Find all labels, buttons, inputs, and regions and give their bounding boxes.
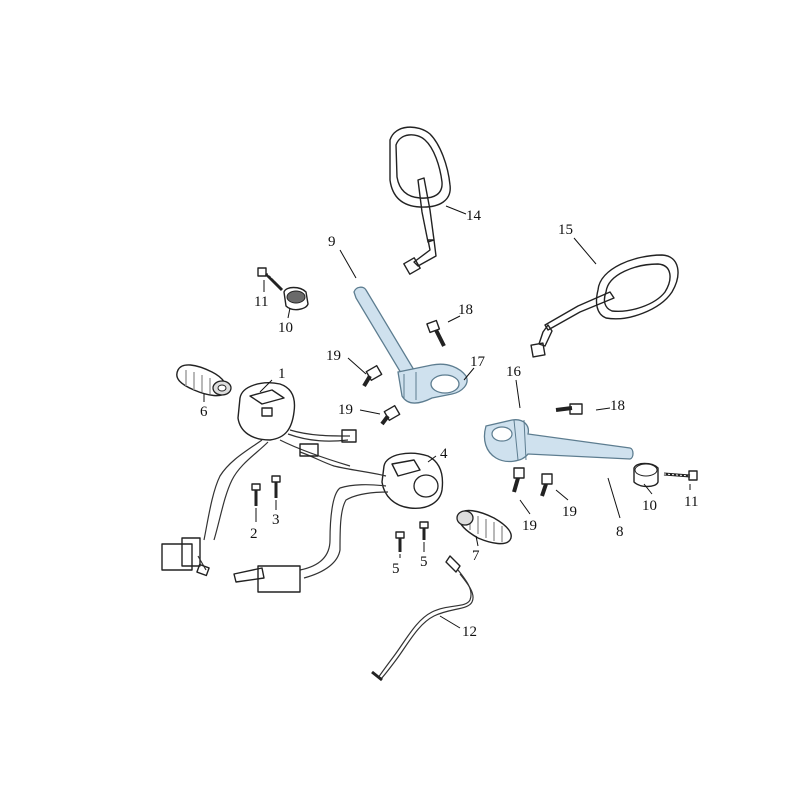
callout-10a: 10 [278,320,293,336]
callout-19a: 19 [326,348,341,364]
mirror-right [530,254,679,358]
bolt-11-left [257,267,285,292]
switch-assembly-right [233,443,444,593]
callout-2: 2 [250,526,258,542]
callout-labels: 1 2 3 4 5 5 6 7 8 9 10 10 11 11 12 14 15… [200,208,698,640]
bolt-19-c [512,467,525,493]
mirror-left [389,126,451,275]
switch-assembly-left [161,382,357,577]
bolt-18-upper [426,319,446,347]
callout-14: 14 [466,208,482,224]
screw-2 [251,483,261,506]
callout-5b: 5 [420,554,428,570]
handlebar-left [353,286,468,404]
callout-3: 3 [272,512,280,528]
callout-18b: 18 [610,398,625,414]
callout-17: 17 [470,354,486,370]
callout-1: 1 [278,366,286,382]
callout-4: 4 [440,446,448,462]
screw-3 [271,475,281,498]
bolt-19-a [362,364,383,388]
callout-11a: 11 [254,294,268,310]
callout-18a: 18 [458,302,473,318]
bar-end-weight-right [633,462,659,488]
callout-6: 6 [200,404,208,420]
callout-10b: 10 [642,498,657,514]
callout-19b: 19 [338,402,353,418]
callout-15: 15 [558,222,573,238]
throttle-cable [371,555,474,682]
callout-16: 16 [506,364,522,380]
bolt-11-right [663,470,698,481]
bolt-19-d [540,473,553,497]
callout-19d: 19 [562,504,577,520]
callout-12: 12 [462,624,477,640]
callout-9: 9 [328,234,336,250]
screw-5b [419,521,429,540]
callout-5a: 5 [392,561,400,577]
grip-right [456,509,512,545]
callout-19c: 19 [522,518,537,534]
callout-11b: 11 [684,494,698,510]
grip-left [176,364,232,397]
callout-8: 8 [616,524,624,540]
screw-5a [395,531,405,552]
bolt-18-lower [555,403,583,415]
callout-7: 7 [472,548,480,564]
bar-end-weight-left [283,286,309,311]
leader-lines [203,205,691,629]
handlebar-right [483,419,634,463]
bolt-19-b [380,404,401,426]
